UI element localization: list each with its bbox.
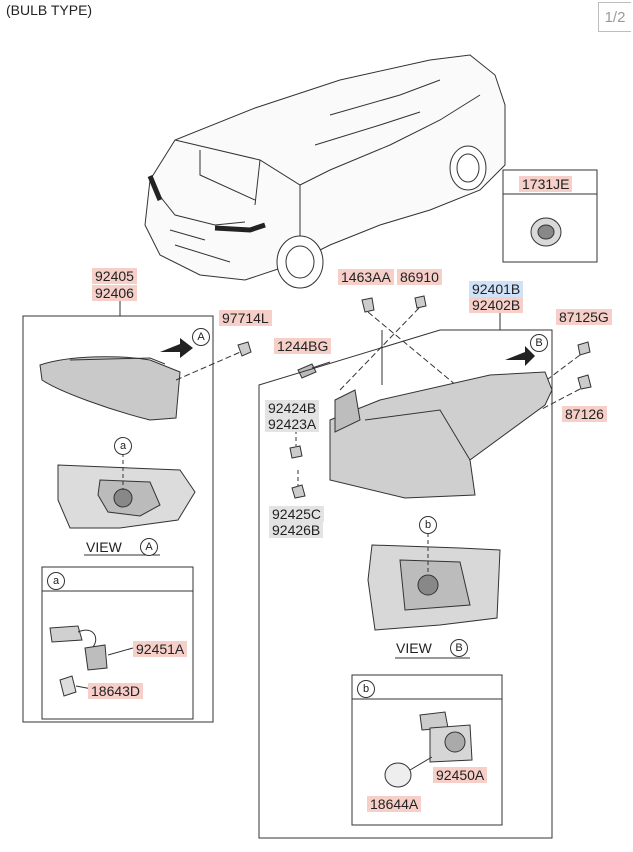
part-87126[interactable]: 87126 (562, 406, 607, 422)
nut-1463aa (361, 297, 375, 313)
part-1244bg[interactable]: 1244BG (274, 338, 332, 354)
part-92402b[interactable]: 92402B (469, 297, 524, 313)
screw-1244bg (297, 361, 331, 379)
detail-marker-b: b (419, 516, 437, 534)
nut-86910 (414, 295, 427, 309)
page-indicator[interactable]: 1/2 (598, 2, 631, 32)
car-illustration (144, 54, 506, 289)
part-92425c[interactable]: 92425C (269, 506, 325, 522)
part-86910[interactable]: 86910 (397, 269, 442, 285)
subbox-marker-a: a (47, 572, 65, 590)
clip-97714l (237, 341, 252, 357)
grommet-1731je (530, 217, 562, 247)
part-92405[interactable]: 92405 (92, 268, 137, 284)
part-92406[interactable]: 92406 (92, 285, 137, 301)
view-marker-b-upper: B (530, 334, 548, 352)
part-92451a[interactable]: 92451A (133, 641, 188, 657)
part-1463aa[interactable]: 1463AA (338, 269, 394, 285)
part-92423a[interactable]: 92423A (265, 416, 320, 432)
part-92401b[interactable]: 92401B (469, 281, 524, 297)
view-marker-a-upper: A (192, 328, 210, 346)
part-92450a[interactable]: 92450A (433, 767, 488, 783)
view-b-label: VIEW (396, 640, 432, 656)
part-18644a[interactable]: 18644A (367, 796, 422, 812)
view-a-label: VIEW (86, 539, 122, 555)
part-18643d[interactable]: 18643D (88, 683, 144, 699)
detail-marker-a: a (114, 437, 132, 455)
part-87125g[interactable]: 87125G (556, 309, 612, 325)
part-92424b[interactable]: 92424B (265, 400, 320, 416)
page-title: (BULB TYPE) (6, 2, 93, 18)
clip-87126 (577, 374, 592, 390)
part-97714l[interactable]: 97714L (219, 310, 272, 326)
part-92426b[interactable]: 92426B (269, 522, 324, 538)
view-marker-b-lower: B (450, 639, 468, 657)
subbox-marker-b: b (357, 680, 375, 698)
part-1731je[interactable]: 1731JE (519, 176, 573, 192)
view-marker-a-lower: A (140, 538, 158, 556)
clip-87125g (577, 341, 591, 356)
